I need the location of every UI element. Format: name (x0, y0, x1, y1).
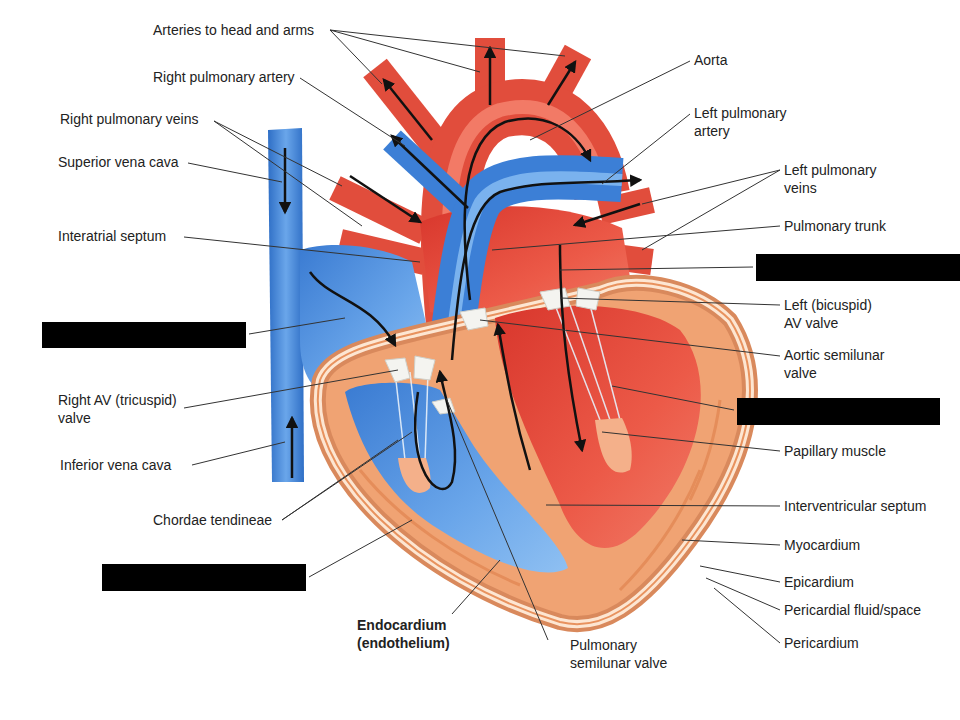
ventricle-wall (318, 283, 750, 624)
part-label: Pericardial fluid/space (784, 601, 956, 619)
part-label: Pericardium (784, 634, 944, 652)
part-label: Aorta (694, 51, 794, 69)
part-label: Myocardium (784, 536, 944, 554)
part-label: Papillary muscle (784, 442, 944, 460)
part-label: Pulmonary semilunar valve (570, 636, 680, 672)
part-label: Left pulmonary veins (784, 161, 890, 197)
part-label: Right AV (tricuspid) valve (58, 391, 180, 427)
papillary-muscle (595, 418, 632, 473)
part-label: Right pulmonary artery (153, 68, 343, 86)
part-label: Aortic semilunar valve (784, 346, 900, 382)
part-label: Left pulmonary artery (694, 104, 800, 140)
part-label: Interatrial septum (58, 227, 228, 245)
part-label: Chordae tendineae (153, 511, 323, 529)
flow-arrow (285, 48, 640, 489)
part-label: Epicardium (784, 573, 944, 591)
part-label: Superior vena cava (58, 153, 228, 171)
part-label: Inferior vena cava (60, 456, 230, 474)
leader-line (184, 30, 780, 643)
part-label: Pulmonary trunk (784, 217, 944, 235)
left-ventricle (495, 306, 701, 548)
redaction-box (42, 254, 960, 591)
part-label: Left (bicuspid) AV valve (784, 296, 890, 332)
part-label: Right pulmonary veins (60, 110, 250, 128)
part-label: Interventricular septum (784, 497, 956, 515)
part-label: Arteries to head and arms (153, 21, 363, 39)
part-label: Endocardium (endothelium) (357, 616, 457, 652)
